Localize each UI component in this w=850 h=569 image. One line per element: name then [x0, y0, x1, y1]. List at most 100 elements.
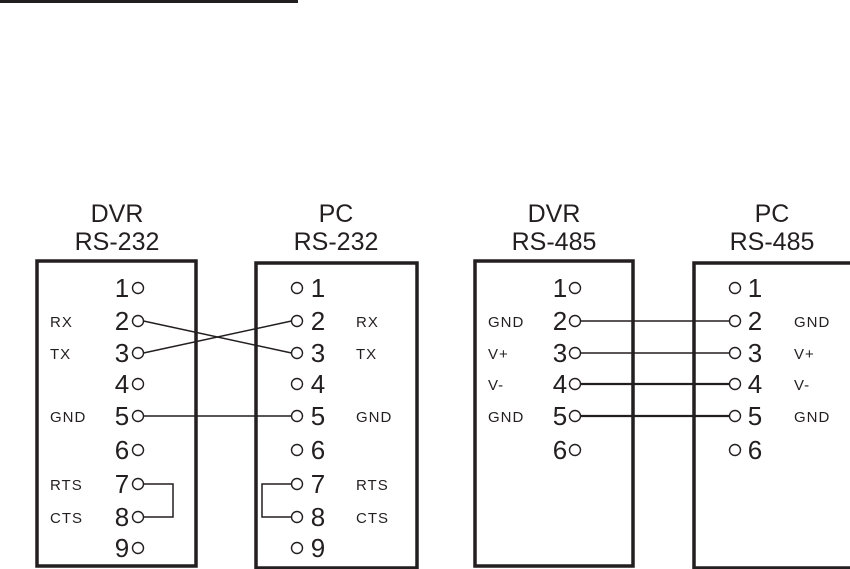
- pin-2: 2RX: [50, 306, 145, 336]
- pin-signal-label: RTS: [356, 477, 389, 494]
- pin-terminal-icon: [131, 477, 145, 491]
- connector-interface-label: RS-485: [512, 228, 597, 256]
- pin-terminal-icon: [728, 377, 742, 391]
- pin-number: 4: [311, 369, 325, 399]
- pin-terminal-icon: [728, 281, 742, 295]
- connector-box: [254, 261, 419, 569]
- connector-interface-label: RS-232: [75, 228, 160, 256]
- pin-1: 1: [553, 273, 582, 303]
- pin-signal-label: V-: [488, 377, 504, 394]
- pin-6: 6: [115, 435, 145, 465]
- pin-terminal-icon: [728, 346, 742, 360]
- pin-terminal-icon: [290, 541, 304, 555]
- pin-number: 6: [311, 435, 325, 465]
- pin-number: 8: [311, 502, 325, 532]
- pin-number: 3: [553, 338, 567, 368]
- top-rule: [0, 0, 298, 3]
- pin-signal-label: CTS: [356, 510, 389, 527]
- loopback-wire: [143, 483, 174, 518]
- pin-terminal-icon: [290, 346, 304, 360]
- pin-1: 1: [290, 273, 325, 303]
- pin-signal-label: TX: [356, 346, 377, 363]
- pin-signal-label: GND: [488, 314, 524, 331]
- pin-signal-label: RX: [50, 314, 73, 331]
- wires: [143, 320, 730, 518]
- pin-2: 2 GND: [728, 306, 830, 336]
- pin-terminal-icon: [568, 346, 582, 360]
- pin-signal-label: V+: [488, 346, 509, 363]
- pin-signal-label: V+: [794, 346, 815, 363]
- pin-number: 5: [748, 401, 762, 431]
- pin-4: 4: [115, 369, 145, 399]
- pin-signal-label: TX: [50, 346, 71, 363]
- connection-wire: [143, 320, 292, 354]
- loopback-wire: [261, 483, 292, 518]
- pin-number: 6: [553, 435, 567, 465]
- pin-terminal-icon: [290, 409, 304, 423]
- pin-number: 4: [553, 369, 567, 399]
- pin-terminal-icon: [568, 281, 582, 295]
- pin-4: 4 V-: [488, 369, 582, 399]
- pin-signal-label: GND: [50, 409, 86, 426]
- pin-number: 3: [748, 338, 762, 368]
- pin-signal-label: V-: [794, 377, 810, 394]
- connector-device-label: PC: [755, 200, 790, 228]
- pin-number: 7: [311, 469, 325, 499]
- pin-8: 8 CTS: [290, 502, 389, 532]
- pin-6: 6: [553, 435, 582, 465]
- pin-9: 9: [115, 533, 145, 563]
- pin-number: 5: [553, 401, 567, 431]
- pin-signal-label: GND: [488, 409, 524, 426]
- pin-terminal-icon: [290, 377, 304, 391]
- pin-5: 5 GND: [50, 401, 145, 431]
- connector-device-label: DVR: [528, 200, 581, 228]
- pin-number: 1: [553, 273, 567, 303]
- pin-number: 1: [115, 273, 129, 303]
- pin-terminal-icon: [290, 281, 304, 295]
- pin-number: 8: [115, 502, 129, 532]
- connector-interface-label: RS-232: [294, 228, 379, 256]
- pin-terminal-icon: [568, 314, 582, 328]
- pin-number: 5: [115, 401, 129, 431]
- connector-box: [473, 259, 635, 568]
- connector-interface-label: RS-485: [730, 228, 815, 256]
- pin-terminal-icon: [131, 281, 145, 295]
- pin-9: 9: [290, 533, 325, 563]
- pin-number: 3: [311, 338, 325, 368]
- connector-box: [35, 259, 198, 568]
- pin-number: 9: [115, 533, 129, 563]
- pin-terminal-icon: [290, 314, 304, 328]
- pin-terminal-icon: [131, 510, 145, 524]
- connectors: DVRRS-23212RX3TX45GND67RTS8CTS9PCRS-2321…: [35, 200, 850, 569]
- pin-3: 3 V+: [488, 338, 582, 368]
- connector-box: [692, 261, 850, 569]
- pin-number: 7: [115, 469, 129, 499]
- pin-1: 1: [115, 273, 145, 303]
- pin-number: 2: [748, 306, 762, 336]
- connector-device-label: DVR: [91, 200, 144, 228]
- pin-4: 4: [290, 369, 325, 399]
- pin-terminal-icon: [131, 443, 145, 457]
- pin-terminal-icon: [131, 314, 145, 328]
- pin-signal-label: GND: [794, 314, 830, 331]
- pin-number: 4: [115, 369, 129, 399]
- pin-6: 6: [290, 435, 325, 465]
- pin-terminal-icon: [568, 377, 582, 391]
- pin-number: 9: [311, 533, 325, 563]
- pin-terminal-icon: [290, 510, 304, 524]
- pin-terminal-icon: [728, 409, 742, 423]
- pin-1: 1: [728, 273, 762, 303]
- pin-terminal-icon: [131, 346, 145, 360]
- pin-number: 6: [115, 435, 129, 465]
- pin-3: 3TX: [50, 338, 145, 368]
- connector-device-label: PC: [319, 200, 354, 228]
